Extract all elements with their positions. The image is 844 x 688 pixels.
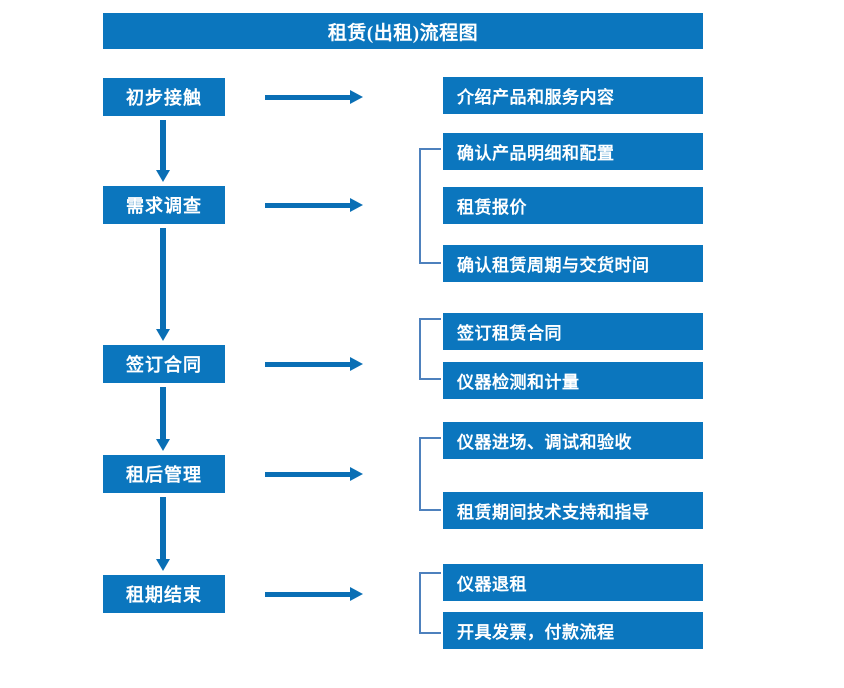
arrow-head bbox=[350, 90, 363, 104]
arrow-head bbox=[156, 170, 170, 182]
arrow-head bbox=[350, 198, 363, 212]
arrow-head bbox=[350, 467, 363, 481]
flow-arrow-down-2 bbox=[156, 228, 170, 341]
arrow-shaft bbox=[265, 472, 351, 477]
group-bracket-4 bbox=[419, 437, 441, 511]
detail-box-4[interactable]: 确认租赁周期与交货时间 bbox=[443, 245, 703, 282]
stage-box-1[interactable]: 初步接触 bbox=[103, 78, 225, 116]
arrow-head bbox=[350, 357, 363, 371]
arrow-shaft bbox=[265, 203, 351, 208]
detail-arrow-right-1 bbox=[265, 90, 363, 104]
arrow-head bbox=[156, 559, 170, 571]
detail-box-2[interactable]: 确认产品明细和配置 bbox=[443, 133, 703, 170]
detail-box-9[interactable]: 仪器退租 bbox=[443, 564, 703, 601]
arrow-shaft bbox=[265, 592, 351, 597]
arrow-head bbox=[350, 587, 363, 601]
stage-box-3[interactable]: 签订合同 bbox=[103, 345, 225, 383]
detail-arrow-right-4 bbox=[265, 467, 363, 481]
group-bracket-5 bbox=[419, 572, 441, 634]
arrow-shaft bbox=[160, 120, 166, 170]
group-bracket-2 bbox=[419, 148, 441, 264]
detail-arrow-right-2 bbox=[265, 198, 363, 212]
detail-box-8[interactable]: 租赁期间技术支持和指导 bbox=[443, 492, 703, 529]
detail-arrow-right-3 bbox=[265, 357, 363, 371]
page-title: 租赁(出租)流程图 bbox=[103, 13, 703, 49]
group-bracket-3 bbox=[419, 318, 441, 380]
detail-box-3[interactable]: 租赁报价 bbox=[443, 187, 703, 224]
arrow-head bbox=[156, 329, 170, 341]
flow-arrow-down-4 bbox=[156, 497, 170, 571]
detail-box-10[interactable]: 开具发票，付款流程 bbox=[443, 612, 703, 649]
stage-box-4[interactable]: 租后管理 bbox=[103, 455, 225, 493]
flow-arrow-down-3 bbox=[156, 387, 170, 451]
detail-arrow-right-5 bbox=[265, 587, 363, 601]
stage-box-5[interactable]: 租期结束 bbox=[103, 575, 225, 613]
arrow-shaft bbox=[160, 228, 166, 329]
detail-box-1[interactable]: 介绍产品和服务内容 bbox=[443, 77, 703, 114]
arrow-shaft bbox=[160, 497, 166, 559]
detail-box-5[interactable]: 签订租赁合同 bbox=[443, 313, 703, 350]
detail-box-6[interactable]: 仪器检测和计量 bbox=[443, 362, 703, 399]
arrow-head bbox=[156, 439, 170, 451]
stage-box-2[interactable]: 需求调查 bbox=[103, 186, 225, 224]
arrow-shaft bbox=[265, 362, 351, 367]
flow-arrow-down-1 bbox=[156, 120, 170, 182]
arrow-shaft bbox=[160, 387, 166, 439]
arrow-shaft bbox=[265, 95, 351, 100]
detail-box-7[interactable]: 仪器进场、调试和验收 bbox=[443, 422, 703, 459]
